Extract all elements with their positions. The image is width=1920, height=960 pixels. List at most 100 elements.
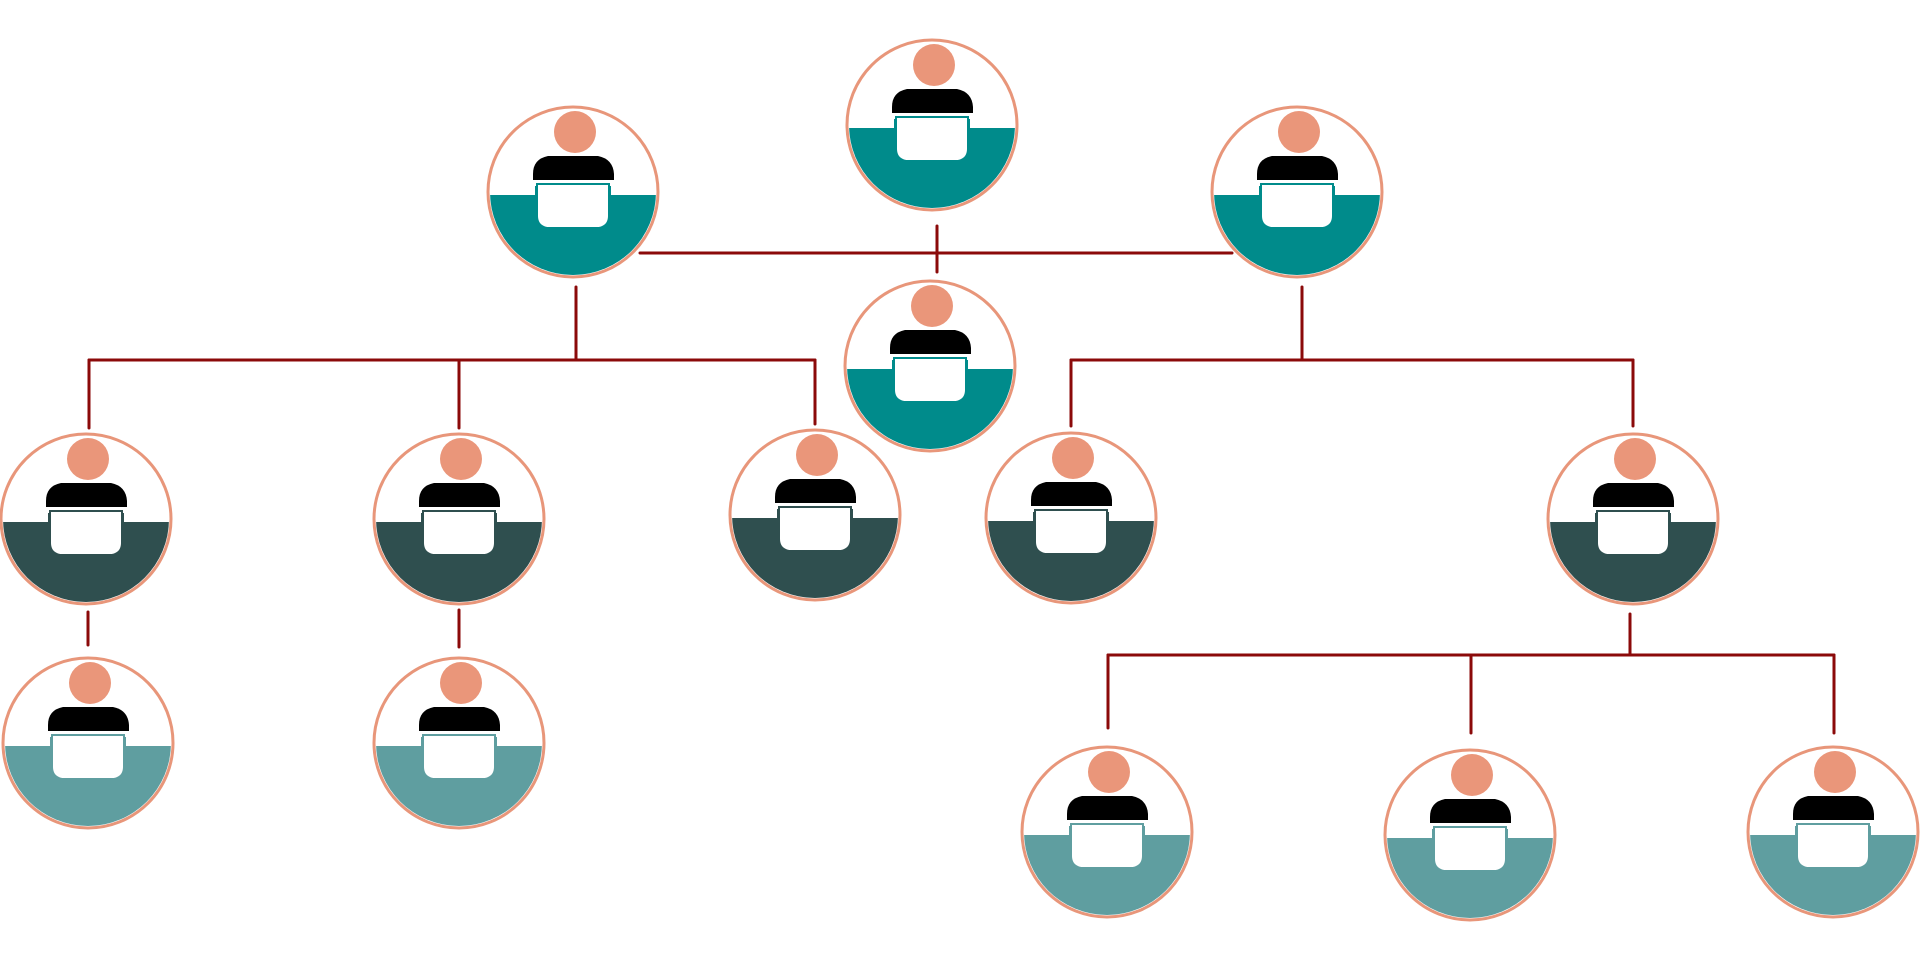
monitor-shape xyxy=(51,734,125,780)
monitor-shape xyxy=(778,506,852,552)
desk-shape xyxy=(376,737,542,826)
person-at-computer-icon xyxy=(376,662,542,826)
head-shape xyxy=(913,44,955,86)
desk-shape xyxy=(1550,513,1716,602)
node-ring xyxy=(1210,105,1384,279)
desk-shape xyxy=(490,186,656,275)
torso-shape xyxy=(1593,483,1674,507)
desk-shape xyxy=(1214,186,1380,275)
org-chart-node xyxy=(1546,432,1720,606)
desk-shape xyxy=(1024,826,1190,915)
torso-shape xyxy=(48,707,129,731)
head-shape xyxy=(67,438,109,480)
org-chart-node xyxy=(372,656,546,830)
node-ring xyxy=(0,432,173,606)
desk-shape xyxy=(1750,826,1916,915)
desk-shape xyxy=(732,509,898,598)
head-shape xyxy=(440,662,482,704)
node-ring xyxy=(1746,745,1920,919)
head-shape xyxy=(554,111,596,153)
person-at-computer-icon xyxy=(732,434,898,598)
torso-shape xyxy=(1067,796,1148,820)
desk-shape xyxy=(5,737,171,826)
node-ring xyxy=(1383,748,1557,922)
head-shape xyxy=(911,285,953,327)
node-ring xyxy=(984,431,1158,605)
head-shape xyxy=(1451,754,1493,796)
desk-shape xyxy=(847,360,1013,449)
torso-shape xyxy=(1793,796,1874,820)
node-ring xyxy=(843,279,1017,453)
desk-shape xyxy=(849,119,1015,208)
connector-lines xyxy=(86,224,1836,735)
org-chart-node xyxy=(0,432,173,606)
node-ring xyxy=(372,656,546,830)
org-chart-node xyxy=(1,656,175,830)
node-ring xyxy=(372,432,546,606)
person-at-computer-icon xyxy=(490,111,656,275)
person-at-computer-icon xyxy=(988,437,1154,601)
org-chart-node xyxy=(1210,105,1384,279)
person-at-computer-icon xyxy=(376,438,542,602)
monitor-shape xyxy=(1070,823,1144,869)
org-chart-node xyxy=(728,428,902,602)
person-at-computer-icon xyxy=(847,285,1013,449)
desk-shape xyxy=(376,513,542,602)
node-ring xyxy=(1,656,175,830)
torso-shape xyxy=(890,330,971,354)
node-ring xyxy=(1546,432,1720,606)
org-chart-node xyxy=(1383,748,1557,922)
org-chart-node xyxy=(1746,745,1920,919)
head-shape xyxy=(440,438,482,480)
org-chart-nodes xyxy=(0,38,1920,922)
org-chart-node xyxy=(372,432,546,606)
node-ring xyxy=(728,428,902,602)
monitor-shape xyxy=(422,510,496,556)
torso-shape xyxy=(775,479,856,503)
monitor-shape xyxy=(893,357,967,403)
head-shape xyxy=(796,434,838,476)
person-at-computer-icon xyxy=(1387,754,1553,918)
org-chart-node xyxy=(984,431,1158,605)
monitor-shape xyxy=(1034,509,1108,555)
torso-shape xyxy=(419,483,500,507)
org-chart-node xyxy=(845,38,1019,212)
monitor-shape xyxy=(895,116,969,162)
torso-shape xyxy=(1031,482,1112,506)
head-shape xyxy=(1278,111,1320,153)
person-at-computer-icon xyxy=(849,44,1015,208)
org-chart-node xyxy=(1020,745,1194,919)
person-at-computer-icon xyxy=(5,662,171,826)
monitor-shape xyxy=(1796,823,1870,869)
desk-shape xyxy=(3,513,169,602)
person-at-computer-icon xyxy=(1550,438,1716,602)
org-chart-node xyxy=(486,105,660,279)
desk-shape xyxy=(988,512,1154,601)
node-ring xyxy=(486,105,660,279)
monitor-shape xyxy=(422,734,496,780)
monitor-shape xyxy=(1260,183,1334,229)
head-shape xyxy=(1614,438,1656,480)
node-ring xyxy=(1020,745,1194,919)
head-shape xyxy=(1052,437,1094,479)
person-at-computer-icon xyxy=(1024,751,1190,915)
head-shape xyxy=(1088,751,1130,793)
org-chart-node xyxy=(843,279,1017,453)
torso-shape xyxy=(1430,799,1511,823)
monitor-shape xyxy=(536,183,610,229)
torso-shape xyxy=(419,707,500,731)
torso-shape xyxy=(533,156,614,180)
person-at-computer-icon xyxy=(1214,111,1380,275)
person-at-computer-icon xyxy=(3,438,169,602)
node-ring xyxy=(845,38,1019,212)
monitor-shape xyxy=(1596,510,1670,556)
person-at-computer-icon xyxy=(1750,751,1916,915)
torso-shape xyxy=(892,89,973,113)
head-shape xyxy=(1814,751,1856,793)
torso-shape xyxy=(1257,156,1338,180)
monitor-shape xyxy=(49,510,123,556)
torso-shape xyxy=(46,483,127,507)
head-shape xyxy=(69,662,111,704)
monitor-shape xyxy=(1433,826,1507,872)
